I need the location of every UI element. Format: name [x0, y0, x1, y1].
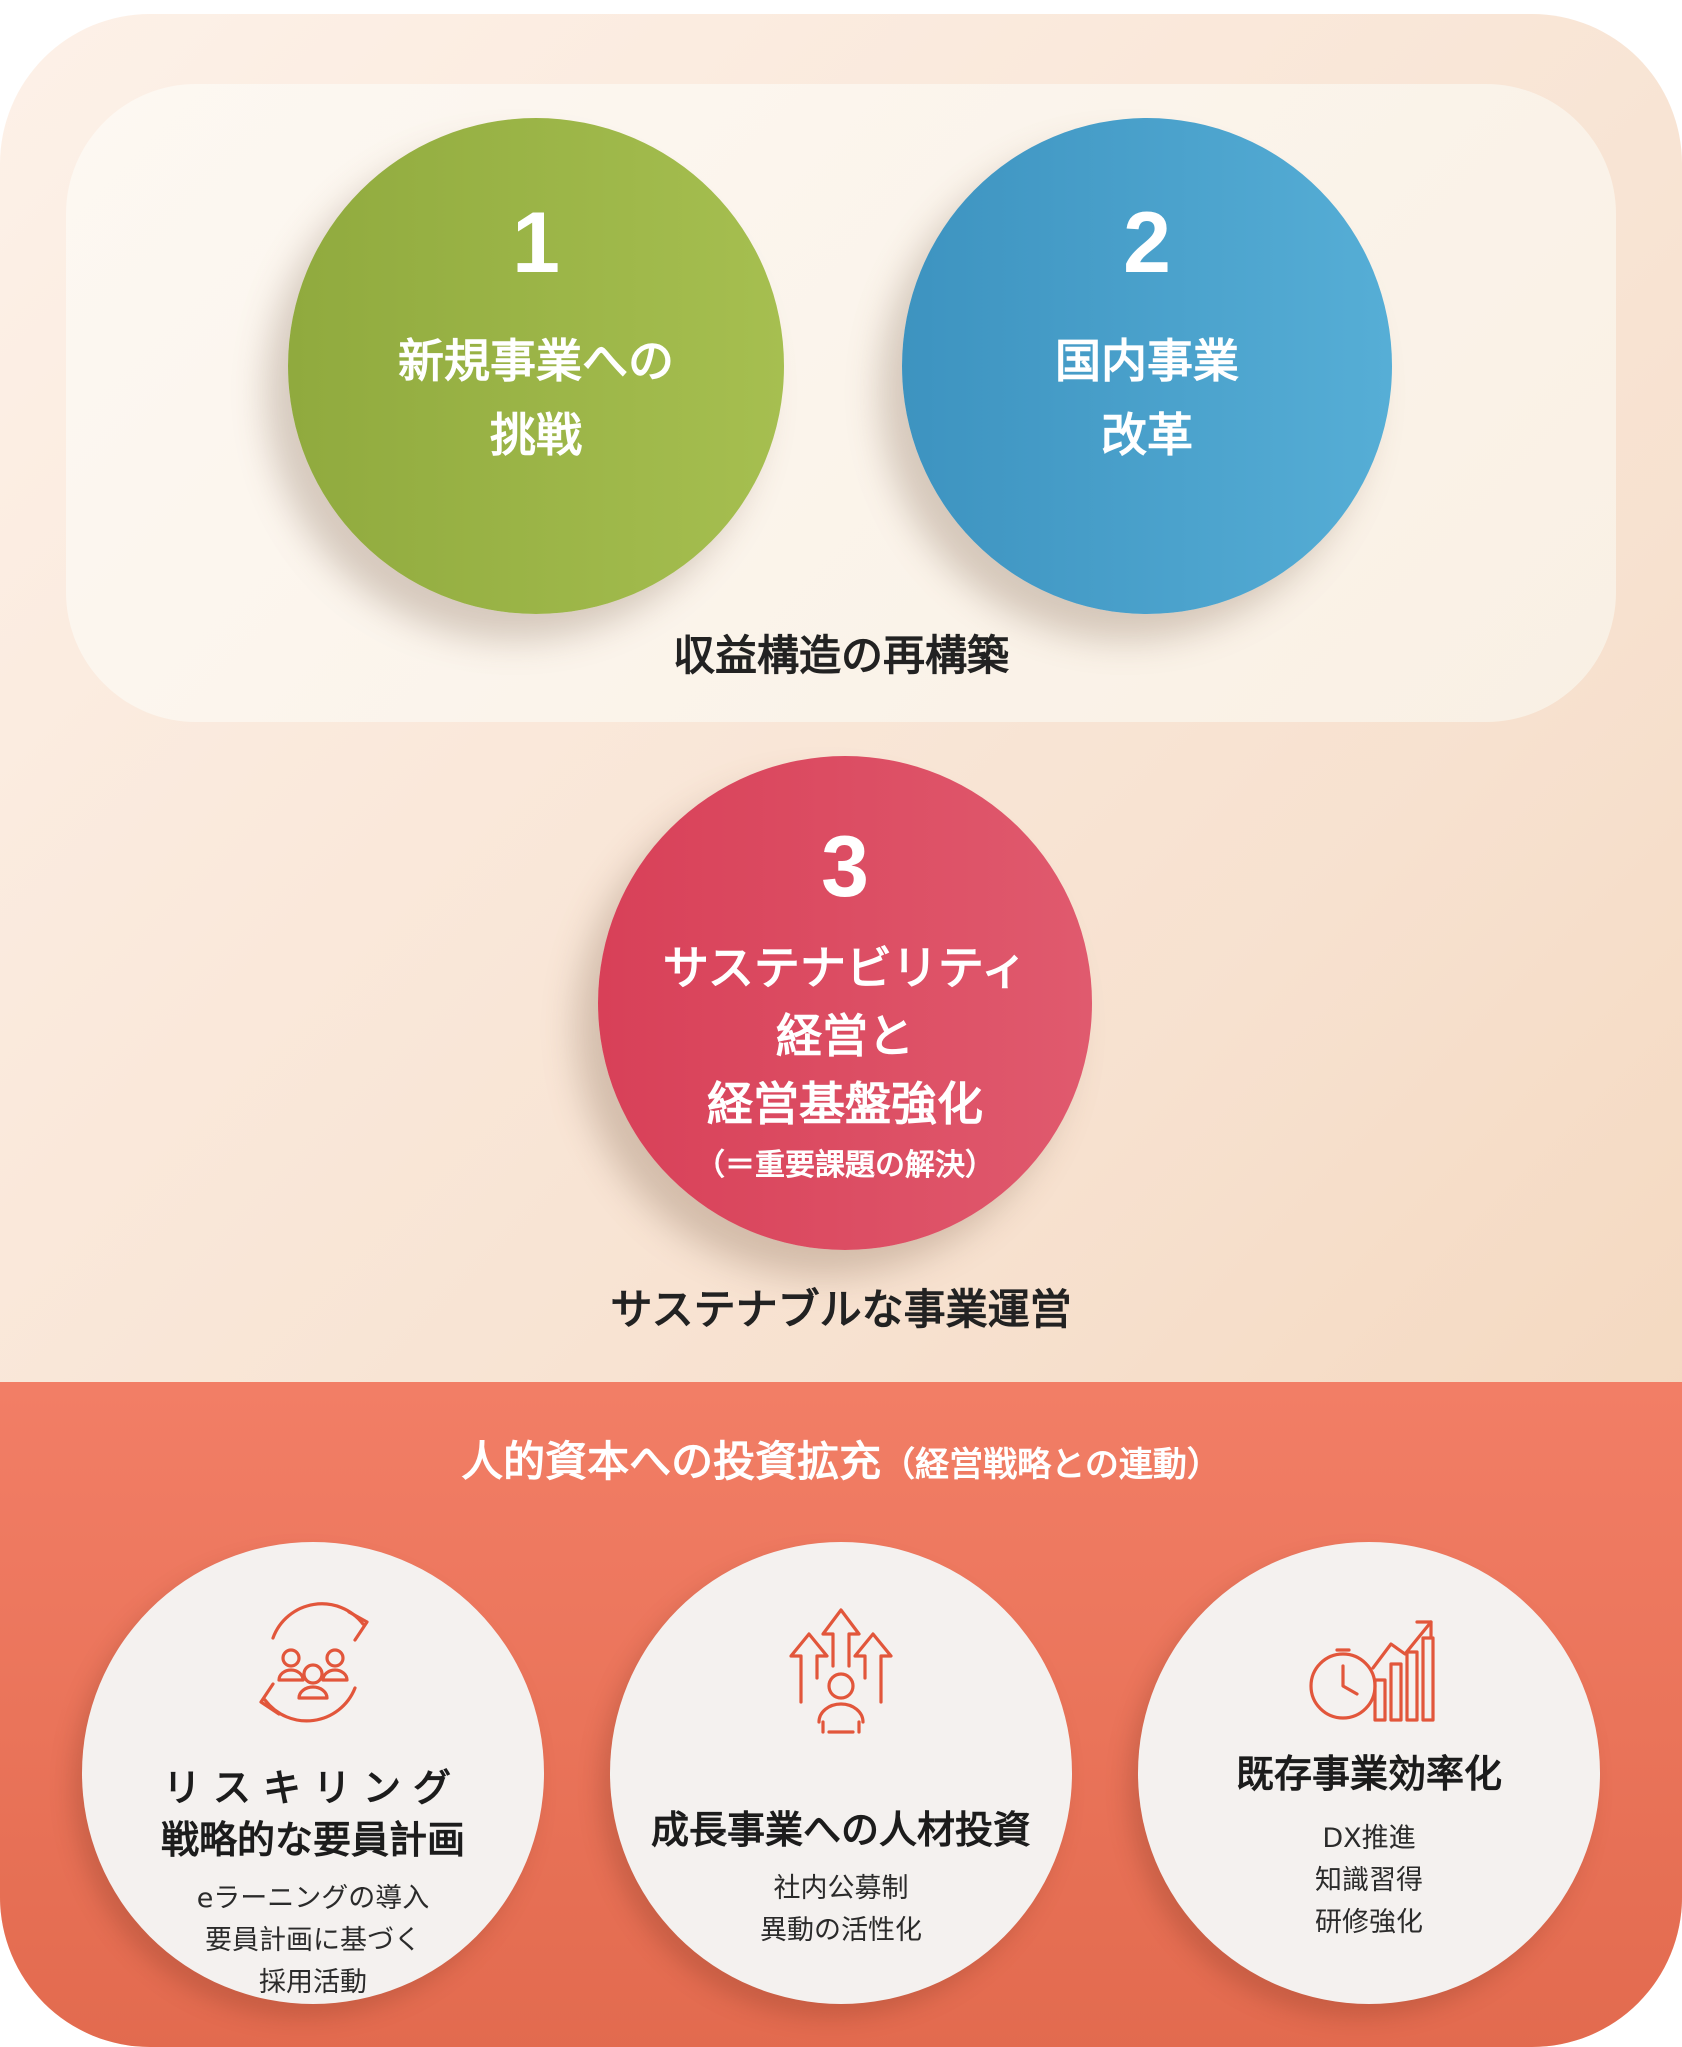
card-efficiency: 既存事業効率化 DX推進 知識習得 研修強化 [1138, 1542, 1600, 2004]
background-panel: 1 新規事業への 挑戦 2 国内事業 改革 収益構造の再構築 3 サステナビリテ… [0, 14, 1682, 2047]
circle-sustainability: 3 サステナビリティ 経営と 経営基盤強化 （＝重要課題の解決） [598, 756, 1092, 1250]
people-growth-arrows-icon [761, 1582, 921, 1742]
circle-domestic-reform: 2 国内事業 改革 [902, 118, 1392, 614]
card-description-line: eラーニングの導入 [196, 1883, 430, 1914]
circle-number: 2 [1123, 195, 1171, 291]
card-description-line: 研修強化 [1315, 1907, 1423, 1938]
circle-label-line: 経営と [776, 1009, 914, 1063]
card-title-line: 戦略的な要員計画 [160, 1818, 465, 1862]
circle-label: 国内事業 改革 [902, 324, 1392, 472]
card-description: eラーニングの導入 要員計画に基づく 採用活動 [82, 1878, 544, 2004]
card-description-line: 採用活動 [259, 1967, 367, 1998]
card-title: リスキリング 戦略的な要員計画 [82, 1762, 544, 1866]
card-description-line: 異動の活性化 [760, 1915, 922, 1946]
circle-label-line: サステナビリティ [662, 941, 1028, 995]
circle-label: サステナビリティ 経営と 経営基盤強化 [598, 934, 1092, 1138]
circle-label-line: 国内事業 [1055, 334, 1239, 388]
circle-number: 1 [512, 195, 560, 291]
card-title: 成長事業への人材投資 [650, 1808, 1031, 1852]
card-description: 社内公募制 異動の活性化 [610, 1868, 1072, 1952]
card-description-line: DX推進 [1322, 1823, 1416, 1854]
card-reskilling: リスキリング 戦略的な要員計画 eラーニングの導入 要員計画に基づく 採用活動 [82, 1542, 544, 2004]
circle-label: 新規事業への 挑戦 [288, 324, 784, 472]
reskilling-people-cycle-icon [233, 1582, 393, 1742]
circle-subtext: （＝重要課題の解決） [695, 1148, 995, 1183]
card-description: DX推進 知識習得 研修強化 [1138, 1818, 1600, 1944]
card-description-line: 社内公募制 [773, 1873, 909, 1904]
caption-revenue-restructure: 収益構造の再構築 [672, 631, 1009, 680]
circle-label-line: 新規事業への [398, 334, 674, 388]
band-title-main: 人的資本への投資拡充 [461, 1437, 882, 1486]
caption-sustainable-operation: サステナブルな事業運営 [610, 1285, 1072, 1334]
circle-new-business: 1 新規事業への 挑戦 [288, 118, 784, 614]
circle-label-line: 経営基盤強化 [707, 1077, 983, 1131]
clock-bar-chart-icon [1289, 1582, 1449, 1742]
circle-label-line: 挑戦 [490, 408, 582, 462]
circle-label-line: 改革 [1101, 408, 1193, 462]
card-description-line: 知識習得 [1315, 1865, 1423, 1896]
card-title: 既存事業効率化 [1235, 1752, 1502, 1796]
human-capital-band: 人的資本への投資拡充（経営戦略との連動） リスキリング [0, 1382, 1682, 2047]
card-description-line: 要員計画に基づく [205, 1925, 421, 1956]
card-title-line: リスキリング [162, 1766, 463, 1810]
circle-number: 3 [821, 819, 869, 915]
card-growth-investment: 成長事業への人材投資 社内公募制 異動の活性化 [610, 1542, 1072, 2004]
band-title: 人的資本への投資拡充（経営戦略との連動） [0, 1428, 1682, 1489]
band-title-paren: （経営戦略との連動） [881, 1445, 1221, 1485]
